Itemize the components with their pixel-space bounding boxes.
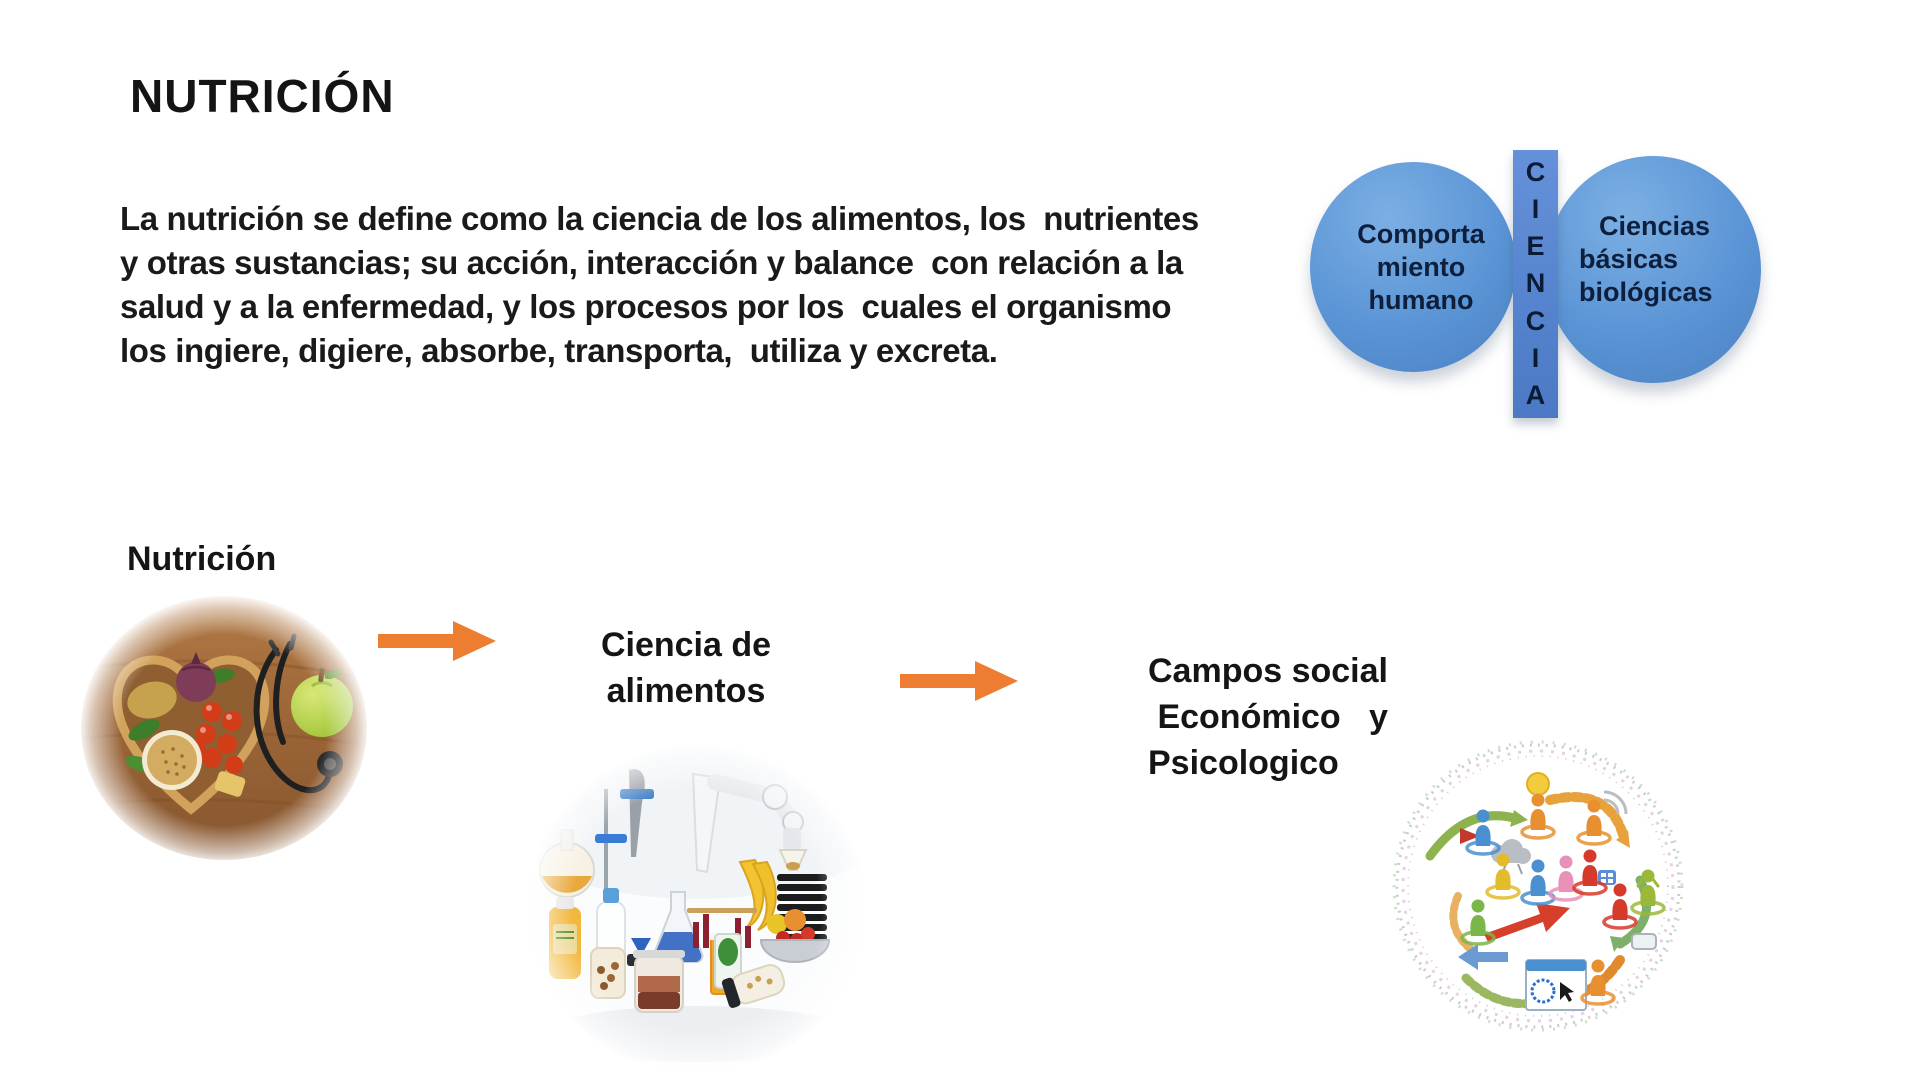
app-grid-icon	[1598, 870, 1616, 885]
step2-label-ciencia-de-alimentos: Ciencia de alimentos	[594, 622, 778, 714]
printer-icon	[1631, 933, 1657, 950]
step3-line: Económico y	[1148, 698, 1388, 736]
ciencia-letter: I	[1531, 194, 1540, 225]
step2-line: alimentos	[606, 672, 766, 710]
intro-line: y otras sustancias; su acción, interacci…	[120, 244, 1183, 281]
ciencia-letter: I	[1531, 342, 1540, 373]
venn-right-circle: Ciencias básicas biológicas	[1545, 156, 1761, 383]
step2-line: Ciencia de	[600, 626, 772, 664]
social-people-network-image	[1392, 740, 1684, 1032]
right-arrow-icon	[900, 661, 1018, 701]
intro-paragraph: La nutrición se define como la ciencia d…	[120, 197, 1199, 373]
arc-arrow	[1425, 811, 1519, 861]
intro-line: los ingiere, digiere, absorbe, transport…	[120, 332, 998, 369]
venn-left-line: humano	[1368, 284, 1474, 315]
megaphone-icon	[1460, 828, 1480, 844]
step3-line: Campos social	[1148, 652, 1388, 690]
venn-right-line: básicas	[1579, 244, 1679, 274]
venn-right-label: Ciencias básicas biológicas	[1579, 210, 1761, 309]
ciencia-letter: C	[1525, 157, 1546, 187]
venn-center-ciencia-bar: C I E N C I A	[1513, 150, 1558, 418]
venn-left-label: Comporta miento humano	[1357, 218, 1485, 317]
intro-line: La nutrición se define como la ciencia d…	[120, 200, 1199, 237]
venn-right-line: biológicas	[1579, 277, 1713, 307]
ciencia-letter: A	[1525, 379, 1546, 410]
signal-icon	[1603, 790, 1628, 815]
nutrition-food-heart-bowl-image	[78, 594, 370, 866]
venn-left-circle: Comporta miento humano	[1310, 162, 1516, 372]
ciencia-letter: C	[1525, 305, 1546, 336]
arc-arrow	[1449, 892, 1476, 954]
arrow-shape	[900, 661, 1018, 701]
blue-block-arrow	[1458, 944, 1508, 970]
step3-line: Psicologico	[1148, 744, 1339, 782]
lightbulb-icon	[1526, 772, 1550, 796]
arrow-shape	[378, 621, 496, 661]
people-photo-content	[1392, 740, 1684, 1032]
venn-left-line: miento	[1376, 251, 1466, 282]
ciencia-letter: E	[1526, 231, 1545, 262]
step1-label-nutricion: Nutrición	[127, 540, 277, 578]
browser-window-icon	[1525, 959, 1587, 1011]
red-block-arrow	[1484, 903, 1570, 942]
step3-label-campos: Campos social Económico y Psicologico	[1148, 648, 1388, 786]
page-title: NUTRICIÓN	[130, 69, 395, 122]
ciencia-letter: N	[1525, 268, 1546, 299]
right-arrow-icon	[378, 621, 496, 661]
venn-left-line: Comporta	[1357, 218, 1485, 249]
food-science-lab-image	[525, 742, 869, 1076]
intro-line: salud y a la enfermedad, y los procesos …	[120, 288, 1172, 325]
venn-right-line: Ciencias	[1599, 211, 1711, 241]
